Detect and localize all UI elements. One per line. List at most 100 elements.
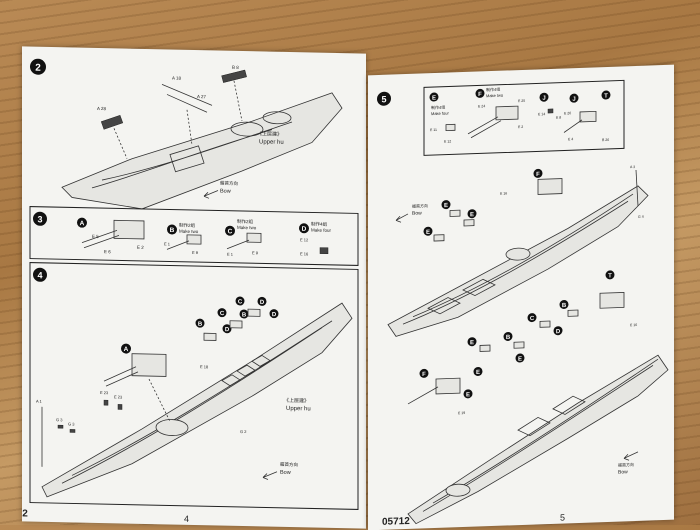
step-3-marker <box>33 211 47 226</box>
step-4-callout-a: A <box>124 346 129 353</box>
right-page-number: 5 <box>560 512 566 523</box>
step-2-hull <box>61 92 343 210</box>
step-5-lower-bow-arrow <box>623 451 639 461</box>
step-5-upper-label-e16: E 16 <box>500 191 507 195</box>
step-5-inset-callout-f: F <box>478 92 482 98</box>
step-5-lower-small-turret-3 <box>539 320 551 328</box>
step-5-lower-barbette <box>445 483 471 497</box>
step-3-d-part-1: E 12 <box>300 237 309 242</box>
step-5-inset-f-part-3: E 2 <box>518 125 523 129</box>
step-2-label-a27: A 27 <box>197 94 207 99</box>
step-4-callout-c-1: C <box>220 311 225 317</box>
step-4-callout-b-2: B <box>242 313 247 319</box>
step-4-callout-b-1: B <box>198 322 203 328</box>
step-5-upper-small-turret-1 <box>449 209 461 217</box>
step-5-lower-callout-c: C <box>530 316 535 322</box>
step-2-bow-label-cn: 艏首方向 <box>220 180 238 187</box>
step-3-turret-b <box>186 234 202 245</box>
step-3-c-part-2: E 9 <box>252 250 259 255</box>
step-4-panel: 4 A B C D B C D D <box>29 262 359 510</box>
step-5-lower-bow-label-cn: 艏首方向 <box>618 461 634 468</box>
step-2-label-a28: A 28 <box>97 106 107 111</box>
step-5-upper-hull: F E E E E 16 A 3 G 4 艏首方向 Bow <box>387 165 649 337</box>
step-4-bow-arrow <box>262 471 278 480</box>
step-2-deck-label-en: Upper hu <box>259 139 284 146</box>
step-4-bow-label-en: Bow <box>280 470 291 476</box>
step-5-inset: E 制作4组 Make four E 11 E 12 F 制作4组 Make t… <box>423 79 625 156</box>
step-4-label-g3-2: G 3 <box>68 421 75 426</box>
step-5-inset-callout-j-1: J <box>542 96 545 102</box>
step-5-inset-j2-part-2: E 4 <box>568 137 573 141</box>
step-4-deck-label-en: Upper hu <box>286 406 311 413</box>
step-2-part-a28 <box>100 114 124 130</box>
step-5-upper-callout-f: F <box>536 172 540 178</box>
step-3-number: 3 <box>37 214 42 224</box>
step-5-upper-bow-arrow <box>395 213 409 223</box>
step-3-turret-c <box>246 232 262 243</box>
step-5-inset-e-part-1: E 11 <box>430 128 437 132</box>
step-5-marker <box>377 91 391 106</box>
step-3-callout-a: A <box>80 220 85 227</box>
step-3-d-note-cn: 制作4组 <box>311 220 328 227</box>
step-5-lower-bow-label-en: Bow <box>618 469 628 475</box>
step-3-part-d <box>319 247 329 255</box>
step-3-b-part-2: E 9 <box>192 250 199 255</box>
right-page-drawing: 5 E 制作4组 Make four E 11 E 12 F 制作4组 Make… <box>377 79 669 525</box>
step-3-c-part-1: E 1 <box>227 252 234 257</box>
step-5-inset-j1-part-1: E 14 <box>538 112 545 116</box>
step-2-panel: 2 A 28 A 18 A 27 B 8 《上层建》 Upper hu 艏首方向… <box>30 58 343 210</box>
step-4-label-g2: G 2 <box>240 429 247 434</box>
right-page-code: 05712 <box>382 515 410 528</box>
step-5-inset-border <box>423 79 625 156</box>
step-3-b-note-cn: 制作2组 <box>179 222 196 229</box>
step-5-inset-callout-t: T <box>604 93 608 99</box>
step-5-upper-callout-e-2: E <box>470 212 474 218</box>
step-3-b-part-1: E 1 <box>164 241 171 246</box>
step-3-c-note-en: Make two <box>237 225 257 230</box>
step-3-b-note-en: Make two <box>179 229 199 234</box>
step-5-upper-callout-e-3: E <box>426 230 430 236</box>
step-4-barbette <box>155 419 189 436</box>
step-4-small-turret-1 <box>203 332 217 341</box>
step-5-lower-small-turret-2 <box>513 341 525 349</box>
step-5-inset-f-part-1: E 24 <box>478 104 485 108</box>
step-2-barbette-2 <box>262 111 292 125</box>
step-4-marker <box>33 267 47 282</box>
step-2-bow-label-en: Bow <box>220 189 231 195</box>
step-5-lower-label-e16: E 16 <box>630 323 637 327</box>
step-4-small-turret-2 <box>229 320 243 329</box>
step-2-hull-lines <box>91 121 293 189</box>
step-5-lower-callout-t: T <box>608 273 612 279</box>
step-5-lower-callout-e-4: E <box>466 392 470 398</box>
step-5-lower-callout-b-2: B <box>506 335 511 341</box>
step-4-deck-pattern <box>221 354 271 387</box>
step-4-border <box>29 262 359 510</box>
step-5-upper-label-a3: A 3 <box>630 165 635 169</box>
step-4-label-g3-1: G 3 <box>56 417 63 422</box>
step-3-border <box>29 206 359 266</box>
step-2-label-a18: A 18 <box>172 76 182 81</box>
step-2-part-a18 <box>161 83 213 106</box>
step-5-lower-hull: T F E D C E B B E E E 19 E 16 <box>407 270 669 525</box>
step-5-inset-turret-j <box>579 110 597 123</box>
step-2-marker <box>30 58 46 75</box>
step-3-panel: 3 A E 5 E 6 E 2 B 制作2组 Make two E 1 E 9 … <box>29 206 359 266</box>
instruction-page-left: 2 A 28 A 18 A 27 B 8 《上层建》 Upper hu 艏首方向… <box>22 46 366 529</box>
step-5-inset-f-note-en: Make two <box>486 93 504 99</box>
step-4-part-g3-2 <box>69 429 76 433</box>
step-3-callout-d: D <box>302 226 307 233</box>
step-5-upper-bow-label-cn: 艏首方向 <box>412 202 428 209</box>
step-5-inset-turret-f <box>495 105 519 121</box>
step-5-upper-bow-label-en: Bow <box>412 210 422 216</box>
left-page-code: 05712 <box>22 507 28 520</box>
step-4-label-e23-1: E 23 <box>100 390 109 395</box>
step-5-inset-f-part-2: E 25 <box>518 99 525 103</box>
step-4-label-e23-2: E 23 <box>114 394 123 399</box>
step-4-callout-d-2: D <box>260 300 265 306</box>
step-4-hull <box>41 302 353 498</box>
step-5-upper-label-g4: G 4 <box>638 215 644 219</box>
step-3-d-note-en: Make four <box>311 227 332 232</box>
step-5-lower-deck-pattern <box>517 395 586 437</box>
step-3-a-part-2: E 6 <box>104 249 111 254</box>
step-5-lower-callout-f: F <box>422 372 426 378</box>
